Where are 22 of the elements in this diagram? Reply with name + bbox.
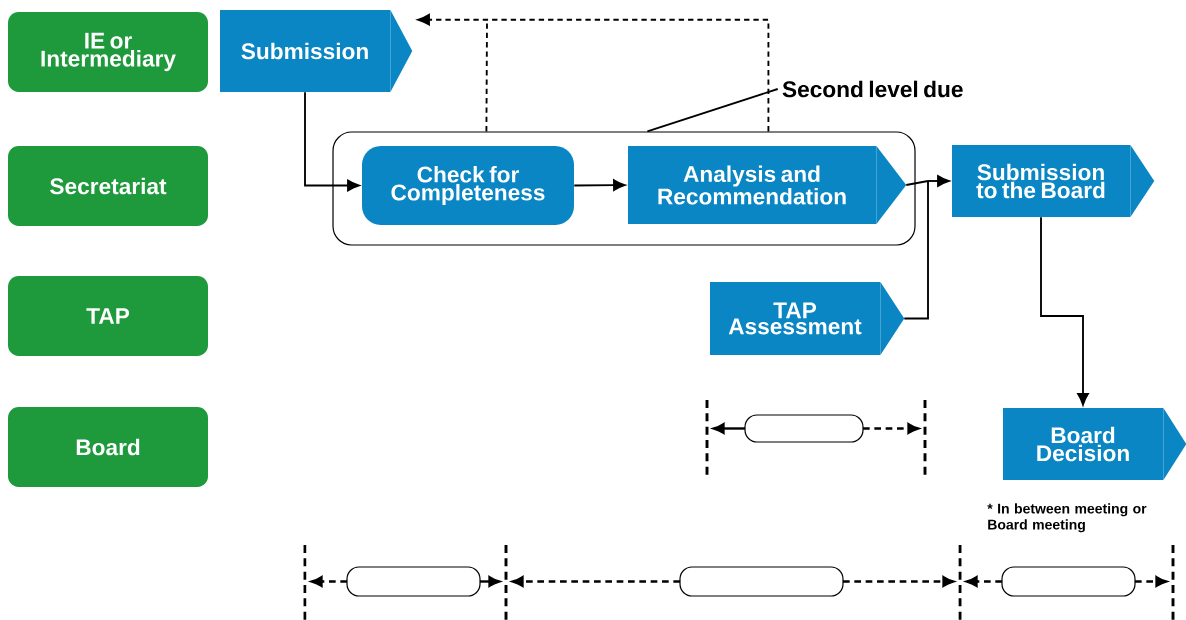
footnote-text: * In between meeting or Board meeting bbox=[987, 503, 1147, 533]
process-chevron: Submission to the Board bbox=[952, 144, 1155, 218]
arrow bbox=[927, 175, 950, 187]
duration-bar bbox=[346, 566, 481, 597]
process-chevron: TAP Assessment bbox=[710, 281, 905, 356]
leader-line bbox=[646, 88, 779, 133]
dashed-arrow bbox=[417, 13, 770, 133]
lane-label: Board bbox=[8, 407, 208, 487]
lane-label: Secretariat bbox=[8, 146, 208, 226]
arrow bbox=[1040, 216, 1089, 406]
arrow bbox=[304, 91, 360, 192]
lane-label: IE or Intermediary bbox=[8, 12, 208, 92]
process-box: Check for Completeness bbox=[362, 146, 574, 225]
lane-label: TAP bbox=[8, 276, 208, 356]
callout-text: Second level due bbox=[782, 80, 963, 98]
duration-bar bbox=[1001, 566, 1136, 597]
duration-bar bbox=[679, 566, 844, 597]
duration-bar bbox=[744, 414, 864, 443]
process-chevron: Board Decision bbox=[1003, 407, 1186, 481]
process-chevron: Submission bbox=[220, 9, 413, 93]
arrow bbox=[573, 179, 626, 191]
process-chevron: Analysis and Recommendation bbox=[628, 145, 907, 225]
